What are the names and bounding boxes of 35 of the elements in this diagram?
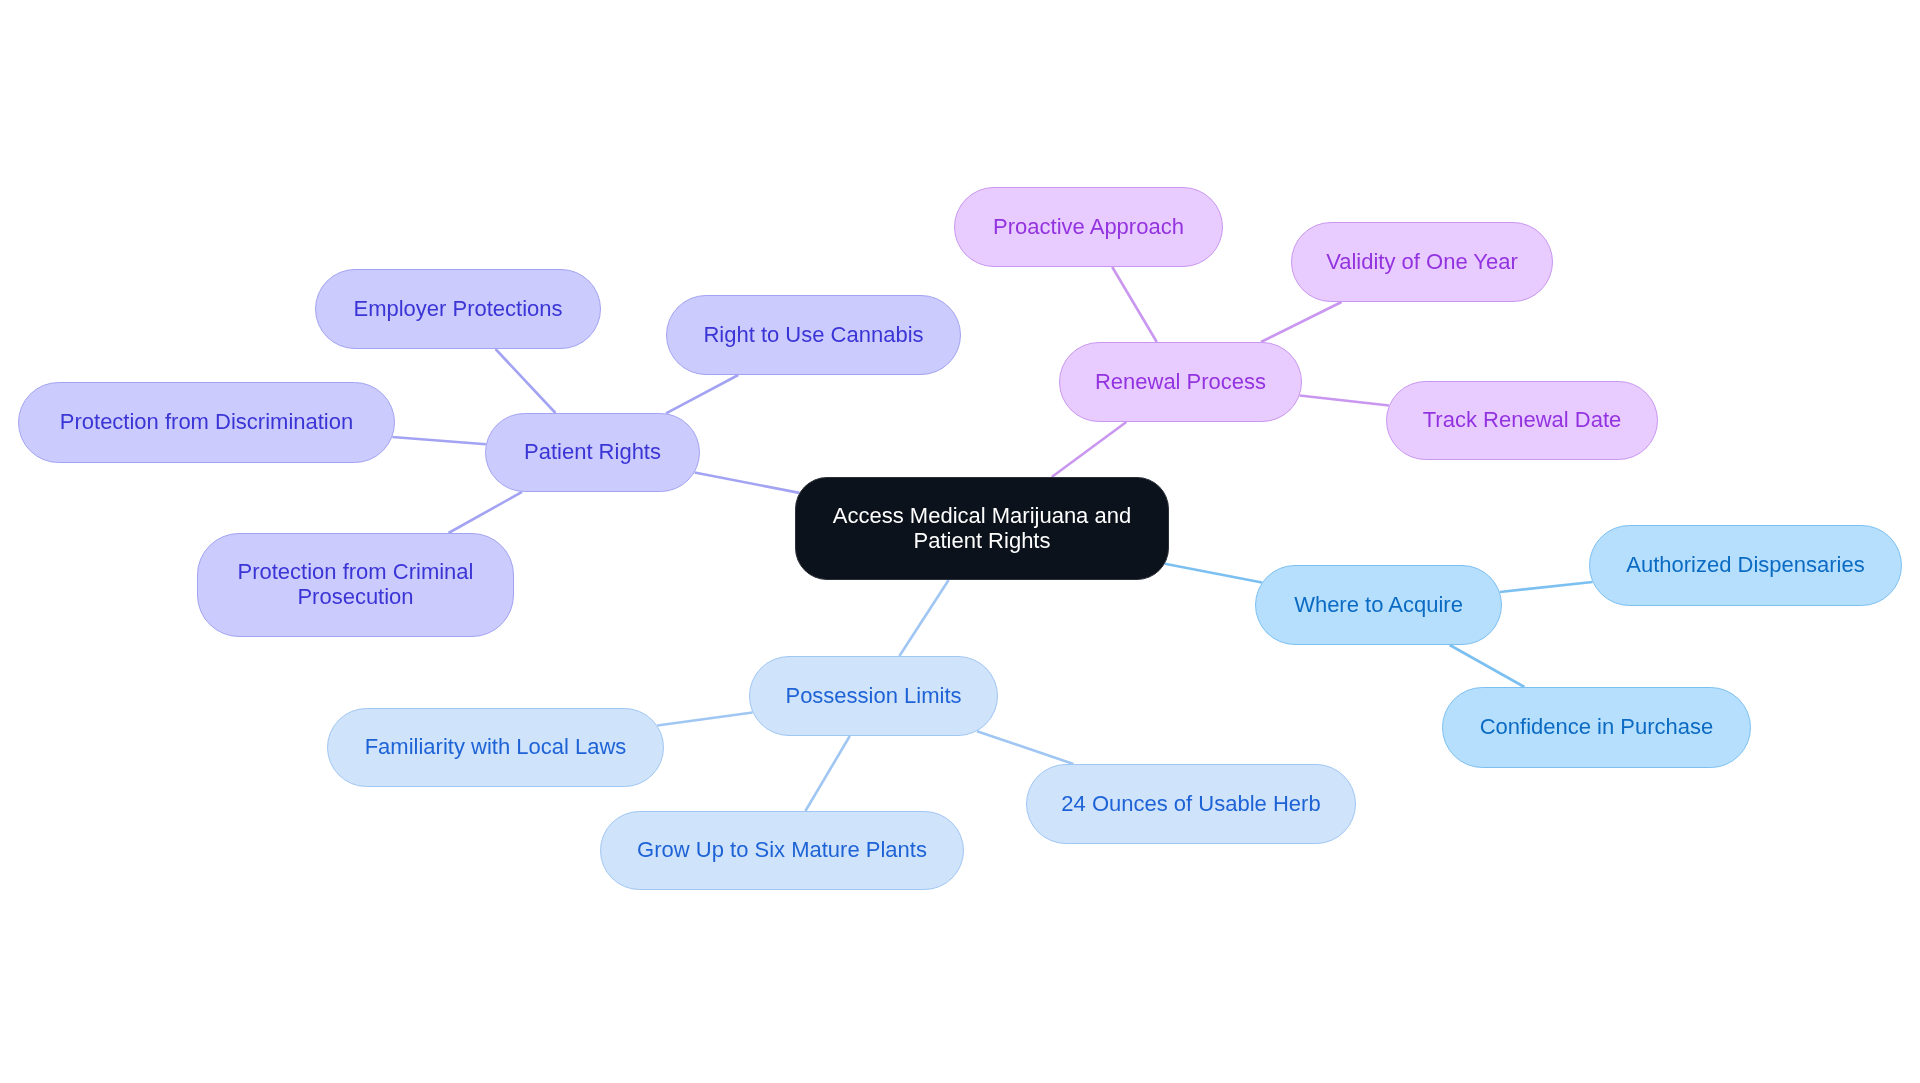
connector-line xyxy=(665,373,739,415)
topic-label: Right to Use Cannabis xyxy=(703,322,924,348)
topic-label: Where to Acquire xyxy=(1294,592,1463,618)
topic-label: Patient Rights xyxy=(524,440,661,465)
connector-line xyxy=(1299,394,1390,407)
connector-line xyxy=(1051,420,1128,479)
topic-label: Track Renewal Date xyxy=(1422,408,1622,433)
connector-line xyxy=(447,490,523,535)
topic-label: Familiarity with Local Laws xyxy=(364,735,627,760)
connector-line xyxy=(1260,300,1343,344)
central-topic-box xyxy=(795,477,1169,580)
connector-line xyxy=(898,579,950,657)
connector-line xyxy=(1111,266,1158,343)
topic-label: Possession Limits xyxy=(785,683,962,709)
connector-line xyxy=(694,471,800,495)
topic-label: Validity of One Year xyxy=(1326,249,1518,275)
topic-label: Protection from Discrimination xyxy=(59,410,354,435)
connector-line xyxy=(1449,643,1526,689)
connector-line xyxy=(1499,580,1593,594)
topic-label: Employer Protections xyxy=(353,296,563,322)
topic-label: Renewal Process xyxy=(1094,369,1267,395)
connector-line xyxy=(657,711,753,727)
connector-line xyxy=(392,435,486,446)
topic-label: Proactive Approach xyxy=(993,214,1184,240)
topic-label: Protection from Criminal Prosecution xyxy=(236,560,475,610)
central-topic-label: Access Medical Marijuana and Patient Rights xyxy=(831,503,1133,554)
topic-label: Authorized Dispensaries xyxy=(1626,553,1865,578)
topic-label: 24 Ounces of Usable Herb xyxy=(1061,791,1321,817)
topic-label: Confidence in Purchase xyxy=(1479,715,1714,740)
topic-label: Grow Up to Six Mature Plants xyxy=(637,838,927,863)
connector-line xyxy=(804,735,851,812)
connector-line xyxy=(1164,562,1263,584)
connector-line xyxy=(976,729,1074,766)
topic-box xyxy=(197,533,514,637)
connector-line xyxy=(494,348,557,414)
